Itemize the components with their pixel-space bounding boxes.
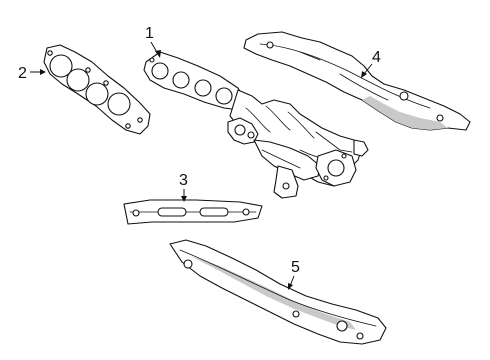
part-4-upper-heat-shield	[243, 31, 471, 131]
part-2-manifold-gasket	[43, 44, 151, 135]
part-3-bracket	[123, 199, 263, 225]
callout-label-5: 5	[291, 259, 300, 276]
callout-label-3: 3	[179, 172, 188, 189]
callout-label-1: 1	[145, 25, 154, 42]
part-5-lower-heat-shield	[169, 239, 387, 345]
callout-1: 1	[145, 25, 161, 58]
callout-label-4: 4	[372, 49, 381, 66]
callout-2: 2	[18, 65, 46, 82]
part-1-exhaust-manifold	[143, 51, 369, 199]
callout-4: 4	[361, 49, 381, 78]
callout-label-2: 2	[18, 65, 27, 82]
callout-5: 5	[288, 259, 300, 290]
callout-3: 3	[179, 172, 188, 202]
